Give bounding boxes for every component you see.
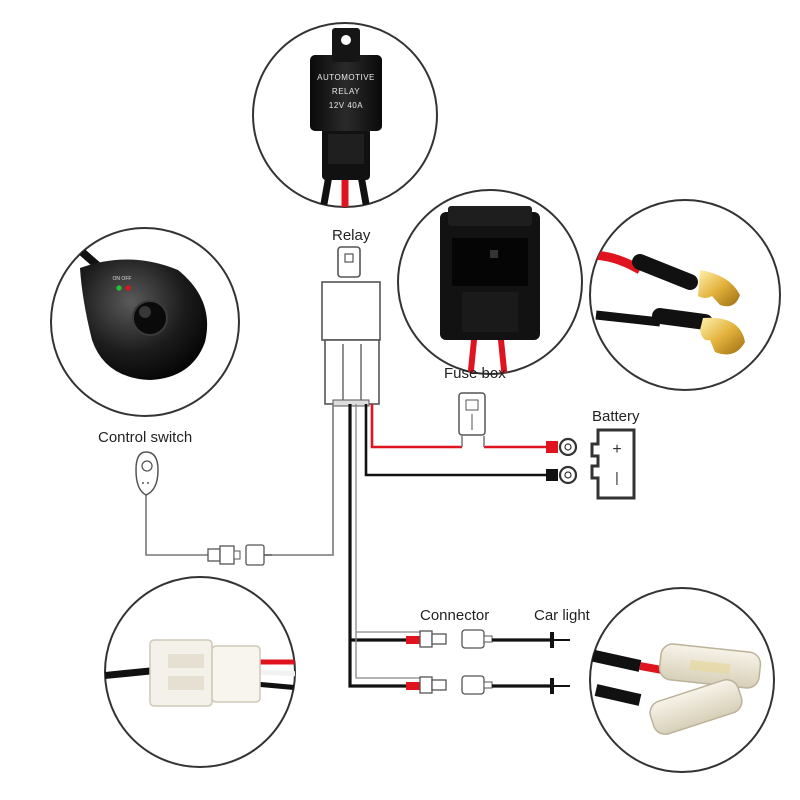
fuse-box-label: Fuse box — [444, 365, 506, 382]
relay-photo-text-1: AUTOMOTIVE — [317, 73, 375, 82]
red-wire — [370, 404, 462, 449]
switch-inline-connector — [207, 544, 272, 566]
relay-photo: AUTOMOTIVE RELAY 12V 40A — [252, 22, 438, 208]
fuse-box-symbol — [458, 392, 486, 436]
fuse-photo — [397, 189, 583, 375]
connector-pair-top — [406, 629, 570, 649]
connector-pair-bottom — [406, 675, 570, 695]
relay-symbol — [321, 246, 381, 407]
relay-photo-text-2: RELAY — [332, 87, 360, 96]
battery-minus-sign: | — [615, 469, 619, 485]
battery-symbol: + | — [590, 428, 636, 500]
connector-label: Connector — [420, 607, 489, 624]
control-wire — [255, 404, 334, 556]
black-battery-wire — [364, 404, 552, 477]
control-switch-symbol — [135, 451, 159, 496]
black-trunk-wire — [348, 404, 425, 688]
control-switch-label: Control switch — [98, 429, 192, 446]
switch-photo: ON OFF — [50, 227, 240, 417]
battery-terminals — [546, 437, 578, 485]
car-light-label: Car light — [534, 607, 591, 624]
relay-photo-text-3: 12V 40A — [329, 101, 363, 110]
relay-label: Relay — [332, 227, 371, 244]
switch-on-off-text: ON OFF — [113, 276, 132, 282]
car-light-photo — [589, 587, 775, 773]
connector-photo — [104, 576, 296, 768]
battery-label: Battery — [592, 408, 640, 425]
ring-terminal-photo — [589, 199, 781, 391]
battery-plus-sign: + — [612, 441, 621, 458]
control-wire-2 — [145, 495, 210, 556]
